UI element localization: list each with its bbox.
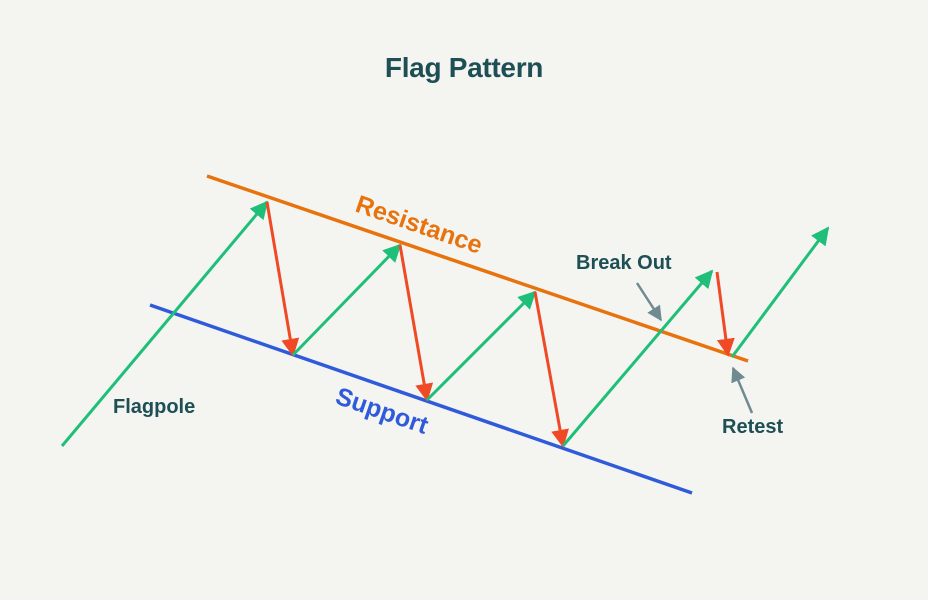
break-out-label: Break Out xyxy=(576,252,672,274)
break-out-pointer xyxy=(635,282,663,322)
support-line xyxy=(149,303,693,495)
resistance-line xyxy=(206,174,749,363)
pullback-arrow-2 xyxy=(398,244,434,402)
breakout-arrow xyxy=(561,269,714,447)
bounce-arrow-2 xyxy=(425,290,537,402)
retest-label: Retest xyxy=(722,416,783,438)
bounce-arrow-1 xyxy=(291,243,402,357)
retest-pointer xyxy=(731,366,754,414)
flagpole-arrow xyxy=(60,200,269,447)
continuation-arrow xyxy=(730,226,830,358)
support-label: Support xyxy=(332,382,432,440)
pullback-arrow-3 xyxy=(533,291,569,448)
flagpole-label: Flagpole xyxy=(113,396,195,418)
retest-arrow xyxy=(715,271,735,357)
pullback-arrow-1 xyxy=(265,201,300,357)
diagram-title: Flag Pattern xyxy=(384,52,544,83)
